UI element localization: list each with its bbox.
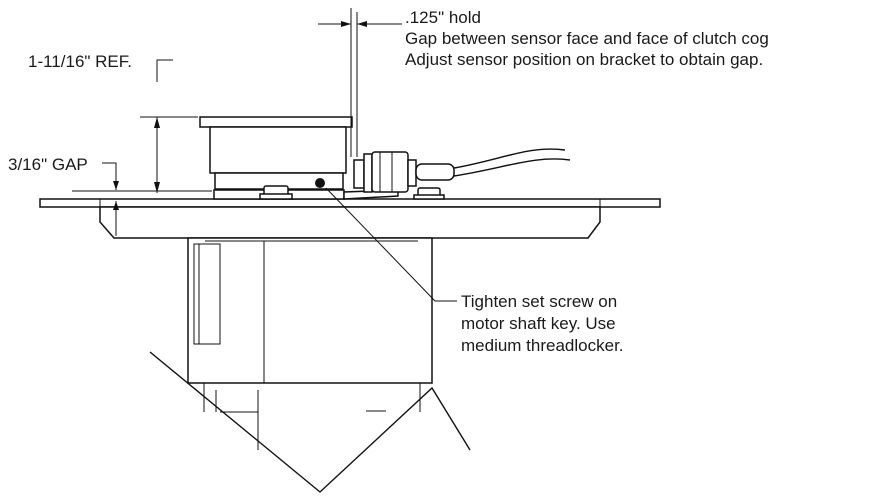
gap-hold-label: .125" hold — [405, 8, 481, 27]
gap-note-line2: Adjust sensor position on bracket to obt… — [405, 50, 763, 69]
clutch-cog — [199, 116, 353, 200]
set-screw — [315, 178, 325, 188]
ref-dimension-label: 1-11/16" REF. — [28, 52, 132, 71]
ref-dimension — [140, 59, 198, 193]
proximity-sensor — [343, 148, 571, 200]
mounting-plate — [39, 198, 661, 239]
gap-note-line1: Gap between sensor face and face of clut… — [405, 29, 769, 48]
setscrew-note-line3: medium threadlocker. — [461, 336, 624, 355]
setscrew-note-line2: motor shaft key. Use — [461, 314, 616, 333]
mounting-bolts — [259, 185, 445, 200]
setscrew-leader — [325, 187, 457, 302]
gap-hold-dimension — [318, 8, 402, 157]
gap-dimension — [72, 162, 212, 236]
motor-body — [187, 237, 433, 450]
setscrew-note-line1: Tighten set screw on — [461, 292, 617, 311]
gap-dimension-label: 3/16" GAP — [8, 155, 88, 174]
hopper-outline — [149, 351, 471, 493]
